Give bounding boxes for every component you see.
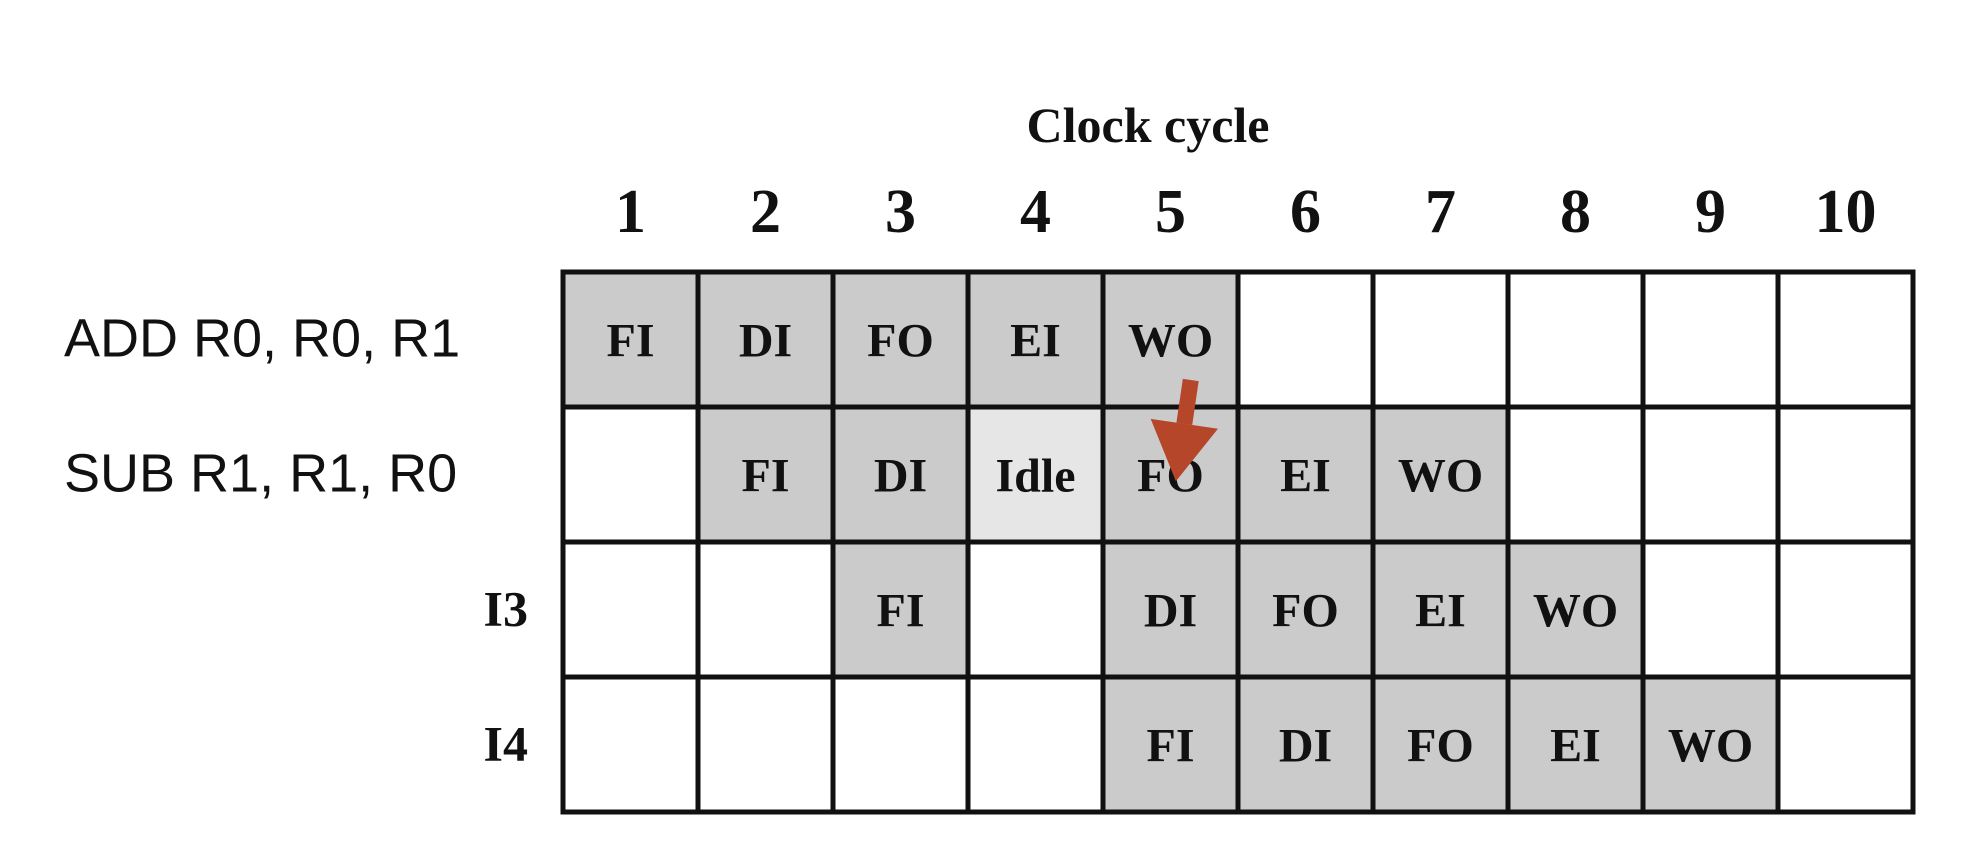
cycle-label-4: 4 xyxy=(1020,178,1051,246)
pipeline-cell xyxy=(1505,404,1646,545)
pipeline-cell xyxy=(695,404,836,545)
instruction-label-4: I4 xyxy=(484,716,528,772)
stage-label: FO xyxy=(867,315,934,368)
stage-label: WO xyxy=(1533,585,1618,638)
stage-label: FI xyxy=(1147,720,1195,773)
pipeline-cell xyxy=(1640,404,1781,545)
stage-label: FI xyxy=(742,450,790,503)
instruction-label-3: I3 xyxy=(484,581,528,637)
pipeline-cell xyxy=(1370,269,1511,410)
pipeline-cell xyxy=(965,404,1106,545)
stage-label: FI xyxy=(877,585,925,638)
stage-label: WO xyxy=(1668,720,1753,773)
stage-label: EI xyxy=(1280,450,1331,503)
cycle-label-10: 10 xyxy=(1815,178,1877,246)
cycle-label-5: 5 xyxy=(1155,178,1186,246)
pipeline-cell xyxy=(695,674,836,815)
pipeline-cell xyxy=(1505,539,1646,680)
stage-label: FI xyxy=(607,315,655,368)
pipeline-cell xyxy=(1505,269,1646,410)
pipeline-cell xyxy=(560,404,701,545)
pipeline-cell xyxy=(695,539,836,680)
pipeline-cell xyxy=(1370,539,1511,680)
cycle-number-labels: 1 2 3 4 5 6 7 8 9 10 xyxy=(615,178,1877,246)
cycle-label-8: 8 xyxy=(1560,178,1591,246)
stage-label: DI xyxy=(1279,720,1332,773)
instruction-label-1: ADD R0, R0, R1 xyxy=(64,309,460,369)
pipeline-cell xyxy=(1775,404,1916,545)
stage-label: Idle xyxy=(995,450,1075,503)
cycle-label-9: 9 xyxy=(1695,178,1726,246)
arrow-head xyxy=(1150,418,1218,482)
pipeline-cell xyxy=(1775,269,1916,410)
clock-cycle-title: Clock cycle xyxy=(1027,97,1270,153)
pipeline-cell xyxy=(1775,539,1916,680)
stage-label: EI xyxy=(1010,315,1061,368)
pipeline-cell xyxy=(830,674,971,815)
stage-label: EI xyxy=(1415,585,1466,638)
instruction-label-2: SUB R1, R1, R0 xyxy=(64,444,457,504)
pipeline-cell xyxy=(965,674,1106,815)
pipeline-cell xyxy=(1640,539,1781,680)
stage-label: FO xyxy=(1407,720,1474,773)
pipeline-cell xyxy=(1100,539,1241,680)
pipeline-cell xyxy=(1370,674,1511,815)
stage-label: WO xyxy=(1128,315,1213,368)
pipeline-cell xyxy=(965,539,1106,680)
stage-label: WO xyxy=(1398,450,1483,503)
pipeline-cell xyxy=(1235,674,1376,815)
cycle-label-7: 7 xyxy=(1425,178,1456,246)
stage-label: FO xyxy=(1272,585,1339,638)
arrow-shaft xyxy=(1176,378,1199,426)
pipeline-cell xyxy=(560,674,701,815)
pipeline-cell xyxy=(1235,404,1376,545)
stage-label: DI xyxy=(874,450,927,503)
pipeline-cell xyxy=(1640,674,1781,815)
pipeline-cell xyxy=(560,269,701,410)
pipeline-cell xyxy=(560,539,701,680)
stage-label: EI xyxy=(1550,720,1601,773)
pipeline-cell xyxy=(1235,539,1376,680)
pipeline-cell xyxy=(1235,269,1376,410)
pipeline-cell xyxy=(1640,269,1781,410)
cycle-label-3: 3 xyxy=(885,178,916,246)
stage-label: DI xyxy=(739,315,792,368)
data-dependency-arrow xyxy=(1150,378,1218,482)
pipeline-cell xyxy=(1775,674,1916,815)
cycle-label-6: 6 xyxy=(1290,178,1321,246)
cycle-label-2: 2 xyxy=(750,178,781,246)
pipeline-cell xyxy=(830,539,971,680)
stage-label: DI xyxy=(1144,585,1197,638)
pipeline-cell xyxy=(1100,674,1241,815)
cycle-label-1: 1 xyxy=(615,178,646,246)
